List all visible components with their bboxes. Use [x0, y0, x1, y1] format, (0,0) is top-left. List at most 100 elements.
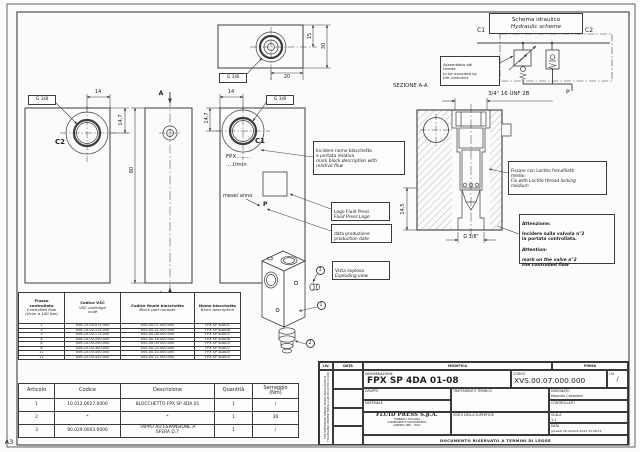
scala-cell: SCALA 1:1 [549, 411, 628, 423]
serraggio-cell: 30 [252, 411, 299, 425]
marking-fpx-text: FPX........ [226, 154, 251, 160]
quantita-cell: 1 [214, 411, 253, 425]
disegnato-cell: DISEGNATO Maurizio Castellani [549, 387, 628, 400]
c2-view [24, 94, 132, 284]
trattamento-cell: TRATTAMENTO TERMICO [451, 387, 549, 412]
liv-cell: LIV. / [607, 370, 628, 388]
note-mark-block: Incidere nome blocchetto e portata relat… [313, 141, 405, 175]
revision-history-column [333, 370, 363, 445]
quantita-cell: 1 [214, 398, 253, 412]
codice-cell: 10.012.0027.0000 [54, 398, 121, 412]
dim-14-c2: 14 [94, 88, 102, 95]
port-p-label-c1: P [263, 201, 268, 208]
drawing-date: giovedì 29 ottobre 2014 15.48.21 [551, 428, 602, 433]
dim-14-7-c2: 14,7 [118, 114, 125, 126]
port-label-c2: G 3/8 [28, 95, 56, 105]
revision-entry [333, 370, 363, 389]
dim-15: 15 [307, 32, 314, 40]
data-cell: DATA giovedì 29 ottobre 2014 15.48.21 [549, 422, 628, 436]
top-view [217, 24, 331, 80]
parts-table-row: 1 10.012.0027.0000 BLOCCHETTO FPX SP 4DA… [18, 398, 299, 412]
articolo-cell: 1 [18, 398, 55, 412]
parts-header-quantita: Quantità [214, 383, 253, 399]
port-label-top-view: G 3/8 [219, 73, 247, 83]
note-leaders [260, 149, 332, 232]
descrizione-cell: TAPPO AD ESPANSIONE A SFERA D.7 [120, 424, 215, 438]
port-label-c1: G 3/8 [266, 95, 294, 105]
codice-cell: CODICE XVS.00.07.000.000 [511, 370, 607, 388]
balloon-1: 1 [316, 300, 326, 310]
revision-header-strip: LIV. DATA MODIFICA FIRMA [319, 362, 628, 370]
controllato-cell: CONTROLLATO [549, 399, 628, 412]
rev-liv-header: LIV. [319, 362, 333, 370]
revision-entry [333, 388, 363, 408]
rev-modifica-header: MODIFICA [363, 362, 552, 370]
codice-cell: 90.029.0003.0000 [54, 424, 121, 438]
articolo-cell: 2 [18, 411, 55, 425]
scheme-c1-label: C1 [477, 27, 486, 34]
articolo-cell: 3 [18, 424, 55, 438]
section-arrow-a-top: A [158, 89, 164, 97]
company-cell: FLUID PRESS S.p.A. FABBRICA ITALIANA COM… [363, 411, 451, 436]
parts-table-row: 2 * * 1 30 [18, 411, 299, 425]
dim-30: 30 [321, 42, 328, 50]
flow-table-row: 12 XVK.10.00.425.000 XVS.00.11.000.000 F… [18, 354, 241, 360]
parts-table-header-row: Articolo Codice Descrizione Quantità Ser… [18, 383, 299, 399]
section-view [403, 98, 553, 243]
descrizione-cell: * [120, 411, 215, 425]
dim-80: 80 [129, 166, 136, 174]
marking-month-year-text: mese/ anno [223, 193, 253, 199]
parts-header-articolo: Articolo [18, 383, 55, 399]
balloon-2: 2 [305, 338, 315, 348]
exploded-view [261, 250, 320, 354]
title-block: LIV. DATA MODIFICA FIRMA PER DIMENSIONI … [318, 361, 629, 445]
balloon-3: 3 [315, 265, 325, 275]
legal-footer: DOCUMENTO RISERVATO A TERMINI DI LEGGE [363, 435, 628, 445]
materiale-cell: MATERIALE [363, 399, 451, 412]
parts-header-descrizione: Descrizione [120, 383, 215, 399]
flow-cell: 12 [18, 354, 65, 360]
port-c1-label: C1 [254, 136, 265, 145]
descrizione-cell: BLOCCHETTO FPX SP 4DA 01 [120, 398, 215, 412]
rev-firma-header: FIRMA [552, 362, 628, 370]
serraggio-cell: / [252, 424, 299, 438]
flow-table-row: 11 XVK.10.00.400.000 XVS.00.10.000.000 F… [18, 350, 241, 356]
codice-cell: * [54, 411, 121, 425]
block-code-cell: XVS.00.11.000.000 [120, 354, 195, 360]
drafter-name: Maurizio Castellani [551, 393, 584, 398]
drawing-code: XVS.00.07.000.000 [514, 376, 586, 385]
section-title: SEZIONE A-A [393, 83, 428, 89]
thread-spec-label: 3/4" 16 UNF 2B [488, 91, 530, 97]
dim-14-7-c1: 14,7 [204, 112, 211, 124]
sheet-format-label: A3 [4, 437, 14, 446]
tolerance-note-strip: PER DIMENSIONI LINEARI SENZA INDICAZIONI… [319, 370, 333, 445]
side-view [131, 92, 193, 299]
revision-entry [333, 426, 363, 445]
port-c2-label: C2 [54, 137, 65, 146]
marking-lmin-text: ....l/min [226, 162, 247, 168]
rev-data-header: DATA [333, 362, 363, 370]
dim-20: 20 [283, 73, 291, 80]
parts-header-codice: Codice [54, 383, 121, 399]
stato-superficie-cell: STATO DELLA SUPERFICIE [451, 411, 549, 436]
dim-14-5: 14,5 [400, 203, 407, 215]
scheme-c2-label: C2 [585, 27, 594, 34]
gruppo-cell: GRUPPO [363, 387, 451, 400]
denominazione-cell: DENOMINAZIONE FPX SP 4DA 01-08 [363, 370, 511, 388]
parts-list-table: Articolo Codice Descrizione Quantità Ser… [18, 383, 299, 438]
dim-14-c1: 14 [227, 88, 235, 95]
vsc-code-cell: XVK.10.00.425.000 [64, 354, 121, 360]
